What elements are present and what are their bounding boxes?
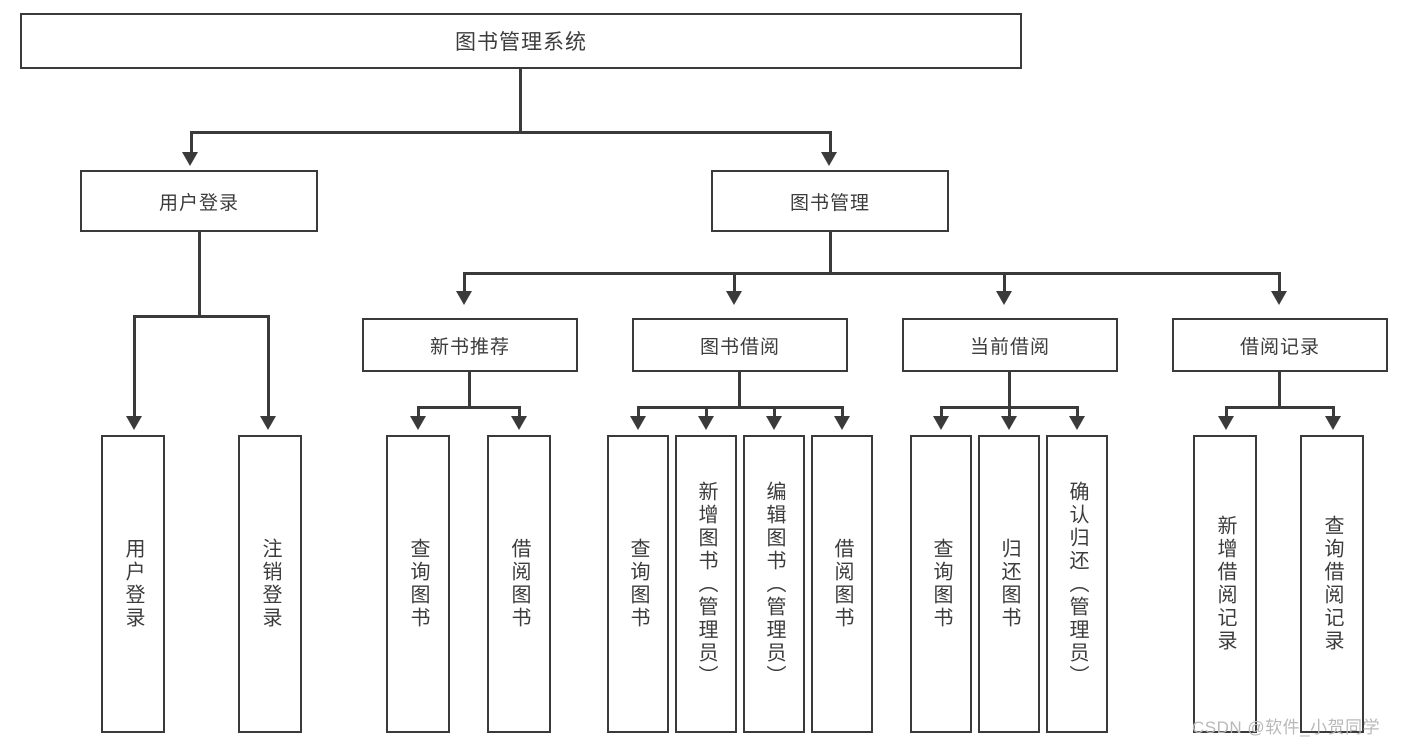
node-label: 借阅记录 <box>1239 336 1320 358</box>
arrow-bm-to-borrow-records <box>1271 291 1287 305</box>
leaf-book-borrow-borrow-book[interactable]: 借阅图书 <box>811 435 873 733</box>
node-user-login[interactable]: 用户登录 <box>80 170 318 232</box>
connector-bm-to-book-borrow <box>733 272 736 294</box>
node-label: 查询图书 <box>627 538 649 630</box>
arrow-user-login-to-login <box>126 416 142 430</box>
connector-root-stem <box>519 69 522 131</box>
arrow-br-to-query <box>1325 416 1341 430</box>
node-label: 用户登录 <box>158 192 239 214</box>
node-book-borrow[interactable]: 图书借阅 <box>632 318 848 372</box>
connector-bb-to-edit <box>773 406 776 419</box>
node-label: 新增借阅记录 <box>1214 515 1236 653</box>
connector-new-book-stem <box>468 372 471 406</box>
connector-book-borrow-stem <box>738 372 741 406</box>
leaf-book-borrow-query-book[interactable]: 查询图书 <box>607 435 669 733</box>
arrow-new-book-to-borrow <box>511 416 527 430</box>
leaf-user-logout[interactable]: 注销登录 <box>238 435 302 733</box>
node-label: 借阅图书 <box>831 538 853 630</box>
connector-user-login-to-logout <box>267 315 270 419</box>
leaf-current-borrow-query-book[interactable]: 查询图书 <box>910 435 972 733</box>
connector-current-borrow-stem <box>1008 372 1011 406</box>
connector-bm-to-borrow-records <box>1278 272 1281 294</box>
node-label: 新增图书（管理员） <box>695 480 717 688</box>
node-label: 借阅图书 <box>508 538 530 630</box>
connector-borrow-records-stem <box>1278 372 1281 406</box>
arrow-user-login-to-logout <box>260 416 276 430</box>
connector-bb-to-borrow <box>841 406 844 419</box>
arrow-bb-to-query <box>630 416 646 430</box>
node-label: 归还图书 <box>998 538 1020 630</box>
connector-book-management-bus <box>463 272 1281 275</box>
leaf-borrow-records-query-record[interactable]: 查询借阅记录 <box>1300 435 1364 733</box>
arrow-bm-to-current-borrow <box>996 291 1012 305</box>
node-label: 查询借阅记录 <box>1321 515 1343 653</box>
connector-cb-to-query <box>940 406 943 419</box>
leaf-book-borrow-edit-book-admin[interactable]: 编辑图书（管理员） <box>743 435 805 733</box>
connector-user-login-stem <box>198 232 201 315</box>
leaf-borrow-records-add-record[interactable]: 新增借阅记录 <box>1193 435 1257 733</box>
csdn-watermark: CSDN @软件_小贺同学 <box>1192 718 1381 737</box>
node-label: 新书推荐 <box>429 336 510 358</box>
leaf-book-borrow-add-book-admin[interactable]: 新增图书（管理员） <box>675 435 737 733</box>
node-label: 查询图书 <box>930 538 952 630</box>
node-label: 编辑图书（管理员） <box>763 480 785 688</box>
arrow-root-to-user-login <box>182 152 198 166</box>
node-book-management[interactable]: 图书管理 <box>711 170 949 232</box>
connector-user-login-to-login <box>133 315 136 419</box>
connector-book-borrow-bus <box>637 406 843 409</box>
connector-bm-to-current-borrow <box>1003 272 1006 294</box>
connector-borrow-records-bus <box>1225 406 1335 409</box>
connector-root-bus <box>190 131 832 134</box>
arrow-root-to-book-management <box>821 152 837 166</box>
arrow-bm-to-new-book <box>456 291 472 305</box>
arrow-bb-to-add <box>698 416 714 430</box>
arrow-br-to-add <box>1218 416 1234 430</box>
leaf-user-login[interactable]: 用户登录 <box>101 435 165 733</box>
leaf-current-borrow-return-book[interactable]: 归还图书 <box>978 435 1040 733</box>
connector-book-management-stem <box>829 232 832 272</box>
node-label: 确认归还（管理员） <box>1066 480 1088 688</box>
connector-bb-to-add <box>705 406 708 419</box>
node-label: 当前借阅 <box>969 336 1050 358</box>
connector-bm-to-new-book <box>463 272 466 294</box>
connector-br-to-query <box>1332 406 1335 419</box>
node-label: 图书借阅 <box>699 336 780 358</box>
connector-user-login-bus <box>133 315 270 318</box>
connector-bb-to-query <box>637 406 640 419</box>
leaf-new-book-borrow-book[interactable]: 借阅图书 <box>487 435 551 733</box>
connector-br-to-add <box>1225 406 1228 419</box>
node-root-library-management-system[interactable]: 图书管理系统 <box>20 13 1022 69</box>
node-label: 图书管理 <box>789 192 870 214</box>
connector-new-book-to-query <box>417 406 420 419</box>
connector-root-to-user-login <box>190 131 193 155</box>
leaf-new-book-query-book[interactable]: 查询图书 <box>386 435 450 733</box>
node-current-borrow[interactable]: 当前借阅 <box>902 318 1118 372</box>
connector-cb-to-confirm <box>1076 406 1079 419</box>
arrow-bb-to-borrow <box>834 416 850 430</box>
connector-new-book-to-borrow <box>518 406 521 419</box>
arrow-cb-to-return <box>1001 416 1017 430</box>
node-label: 用户登录 <box>122 538 144 630</box>
node-label: 图书管理系统 <box>455 31 587 54</box>
node-borrow-records[interactable]: 借阅记录 <box>1172 318 1388 372</box>
arrow-cb-to-confirm <box>1069 416 1085 430</box>
arrow-new-book-to-query <box>410 416 426 430</box>
leaf-current-borrow-confirm-return-admin[interactable]: 确认归还（管理员） <box>1046 435 1108 733</box>
arrow-bm-to-book-borrow <box>726 291 742 305</box>
connector-cb-to-return <box>1008 406 1011 419</box>
node-label: 查询图书 <box>407 538 429 630</box>
connector-new-book-bus <box>417 406 521 409</box>
node-label: 注销登录 <box>259 538 281 630</box>
arrow-bb-to-edit <box>766 416 782 430</box>
node-new-book-recommend[interactable]: 新书推荐 <box>362 318 578 372</box>
connector-root-to-book-management <box>829 131 832 155</box>
arrow-cb-to-query <box>933 416 949 430</box>
